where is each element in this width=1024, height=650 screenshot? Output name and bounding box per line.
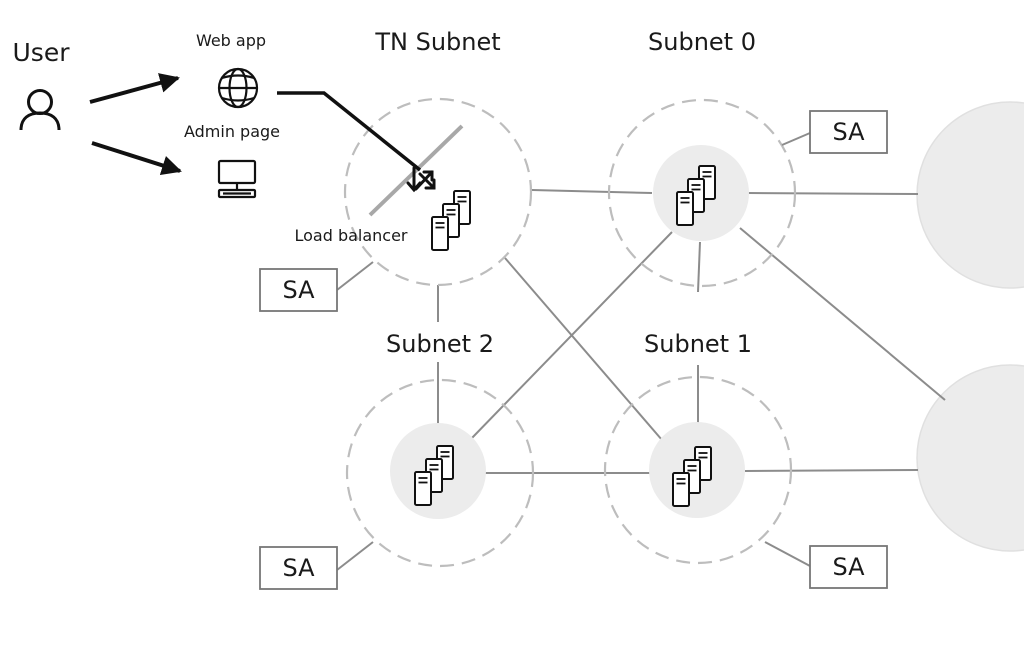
- sa-box-subnet-1: SA: [764, 541, 888, 589]
- globe-icon: [217, 67, 259, 109]
- user-icon: [19, 89, 61, 131]
- link-s0-ext-top: [747, 192, 919, 195]
- admin-page-label: Admin page: [184, 122, 280, 141]
- external-node-bottom: [916, 364, 1024, 552]
- link-tn-s0: [531, 189, 653, 194]
- sa-label: SA: [282, 554, 315, 582]
- subnet-2-title: Subnet 2: [386, 330, 494, 358]
- web-app-connection: [277, 91, 422, 172]
- tn-server-stack-icon: [432, 191, 470, 250]
- subnet-0-boundary: [607, 98, 797, 288]
- user-to-admin-arrow: [91, 141, 182, 176]
- user-to-web-arrow: [89, 73, 180, 104]
- load-balancer-label: Load balancer: [294, 226, 407, 245]
- mesh-links: [437, 189, 946, 474]
- load-balancer-icon: [406, 166, 436, 193]
- sa-label: SA: [282, 276, 315, 304]
- sa-box-subnet-2: SA: [259, 541, 374, 590]
- monitor-icon: [217, 159, 257, 199]
- sa-label: SA: [832, 553, 865, 581]
- link-s0-ext-bottom: [739, 227, 946, 401]
- subnet-0-title: Subnet 0: [648, 28, 756, 56]
- load-balancer-bar: [368, 124, 464, 217]
- subnet-1-boundary: [603, 375, 793, 565]
- sa-box-subnet-0: SA: [781, 110, 888, 154]
- subnet-tn-boundary: [343, 97, 533, 287]
- link-tn-s1: [504, 257, 663, 441]
- subnet-2-boundary: [345, 378, 535, 568]
- sa-box-tn: SA: [259, 261, 374, 312]
- tn-subnet-title: TN Subnet: [374, 28, 500, 56]
- link-s0-s1: [697, 241, 701, 293]
- subnet-1-title: Subnet 1: [644, 330, 752, 358]
- sa-label: SA: [832, 118, 865, 146]
- link-s1-ext-bottom: [744, 469, 919, 472]
- web-app-label: Web app: [196, 31, 266, 50]
- user-label: User: [13, 38, 71, 67]
- external-node-top: [916, 101, 1024, 289]
